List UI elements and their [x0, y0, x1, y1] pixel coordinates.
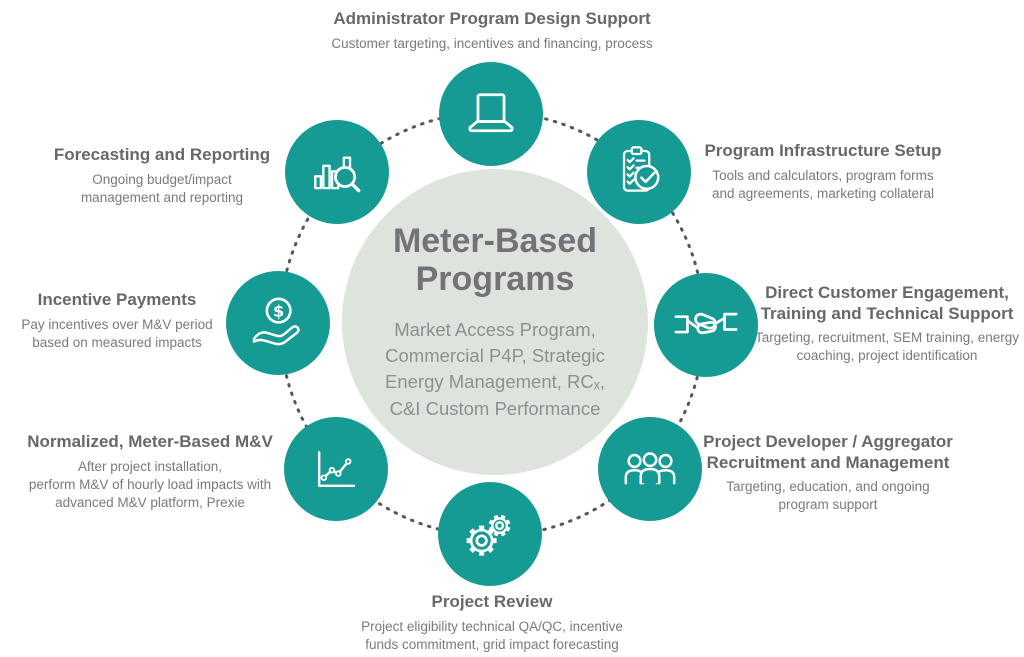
node-forecasting-and-reporting: Forecasting and Reporting Ongoing budget…: [33, 145, 291, 207]
node-icon-direct-customer-engagement: [654, 273, 758, 377]
node-incentive-payments: Incentive Payments Pay incentives over M…: [8, 290, 226, 352]
line-chart-icon: [317, 450, 356, 488]
node-normalized-meter-based-mv: Normalized, Meter-Based M&V After projec…: [5, 432, 295, 512]
svg-text:$: $: [273, 301, 284, 320]
node-administrator-program-design-support: Administrator Program Design Support Cus…: [262, 9, 722, 53]
node-program-infrastructure-setup: Program Infrastructure Setup Tools and c…: [693, 141, 953, 203]
dollar-hand-icon: $: [252, 297, 300, 346]
node-icon-project-review: [438, 482, 542, 586]
node-description: Tools and calculators, program forms and…: [711, 167, 935, 201]
node-heading: Project Developer / Aggregator Recruitme…: [703, 432, 953, 472]
node-project-review: Project Review Project eligibility techn…: [317, 592, 667, 654]
clipboard-checklist-icon: [622, 146, 660, 192]
node-heading: Program Infrastructure Setup: [704, 141, 942, 160]
people-group-icon: [624, 452, 676, 485]
node-heading: Incentive Payments: [37, 290, 197, 309]
diagram-title: Meter-Based Programs: [392, 222, 598, 299]
node-description: Targeting, recruitment, SEM training, en…: [754, 330, 1020, 364]
node-icon-forecasting-and-reporting: [285, 120, 389, 224]
node-direct-customer-engagement: Direct Customer Engagement, Training and…: [750, 283, 1024, 365]
node-icon-program-infrastructure-setup: [587, 120, 691, 224]
node-heading: Administrator Program Design Support: [333, 9, 651, 28]
laptop-icon: [468, 93, 514, 133]
center-circle: Meter-Based Programs Market Access Progr…: [342, 169, 648, 475]
gears-icon: [466, 514, 511, 556]
bar-chart-magnifier-icon: [314, 156, 361, 193]
node-description: After project installation, perform M&V …: [28, 458, 272, 510]
handshake-icon: [674, 312, 738, 335]
node-description: Ongoing budget/impact management and rep…: [80, 171, 244, 205]
node-description: Targeting, education, and ongoing progra…: [726, 479, 930, 513]
node-icon-normalized-meter-based-mv: [284, 417, 388, 521]
node-icon-administrator-program-design-support: [439, 62, 543, 166]
node-description: Project eligibility technical QA/QC, inc…: [361, 618, 623, 652]
node-heading: Normalized, Meter-Based M&V: [27, 432, 273, 451]
node-description: Customer targeting, incentives and finan…: [331, 35, 653, 51]
diagram-subtitle: Market Access Program, Commercial P4P, S…: [385, 318, 605, 419]
node-icon-incentive-payments: $: [226, 271, 330, 375]
node-heading: Direct Customer Engagement, Training and…: [760, 283, 1014, 323]
node-heading: Project Review: [431, 592, 553, 611]
node-icon-project-developer-aggregator: [598, 417, 702, 521]
node-description: Pay incentives over M&V period based on …: [21, 316, 213, 350]
node-project-developer-aggregator: Project Developer / Aggregator Recruitme…: [695, 432, 961, 514]
node-heading: Forecasting and Reporting: [53, 145, 271, 164]
